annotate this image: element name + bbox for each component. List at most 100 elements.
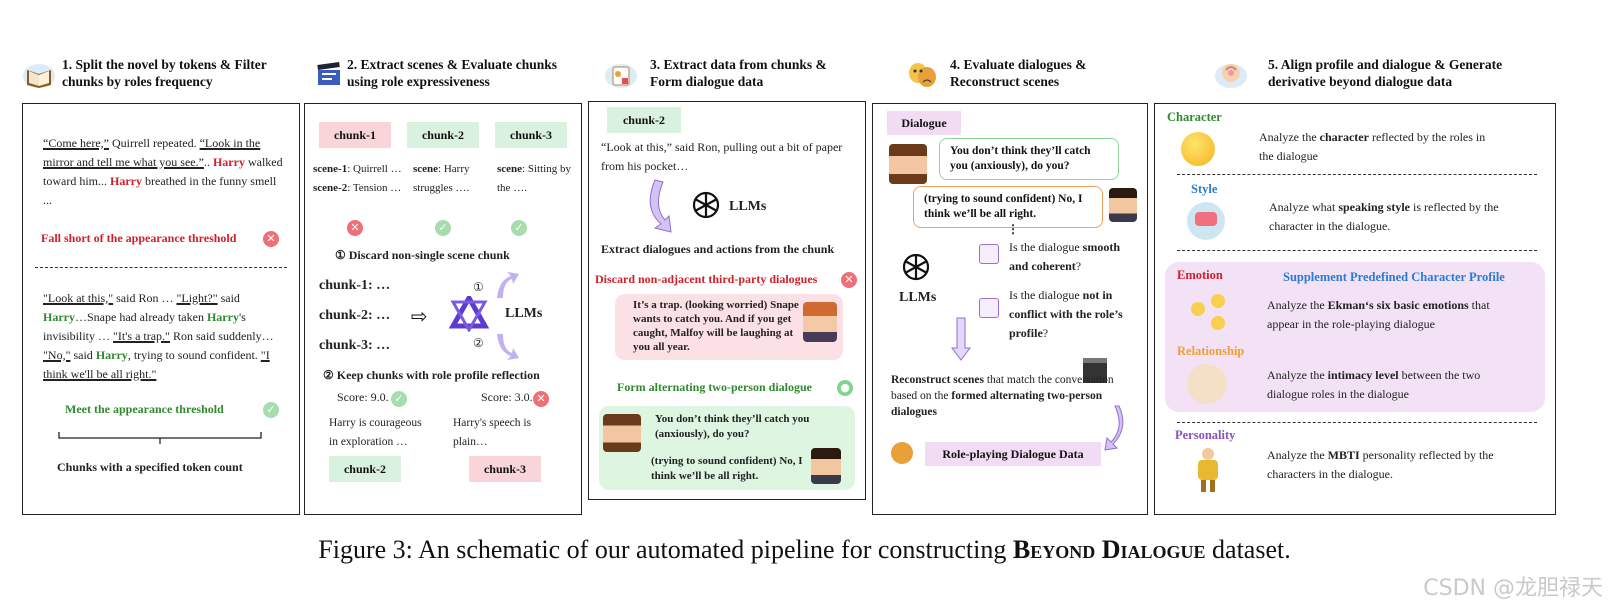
- ellipsis: ⋮: [1007, 220, 1019, 239]
- score-2: Score: 3.0.: [481, 388, 533, 407]
- line-1: You don’t think they’ll catch you (anxio…: [655, 412, 815, 442]
- hermione-avatar: [889, 144, 927, 184]
- step-num-2: ②: [473, 334, 484, 353]
- chunk3-scene: scene: Sitting by the ….: [497, 160, 575, 198]
- brace: [57, 430, 263, 446]
- step4-header: 4. Evaluate dialogues & Reconstruct scen…: [950, 56, 1125, 90]
- down-curve-arrow-icon: [645, 178, 675, 234]
- score-1: Score: 9.0.: [337, 388, 389, 407]
- openai-logo-icon: [899, 250, 933, 284]
- step2-header: 2. Extract scenes & Evaluate chunks usin…: [347, 56, 582, 90]
- chunk-list-1: chunk-1: …: [319, 276, 390, 295]
- explanation-1: Harry is courageous in exploration …: [329, 414, 433, 452]
- right-arrow-icon: ⇨: [411, 306, 428, 326]
- step-num-1: ①: [473, 278, 484, 297]
- accept-icon: ✓: [263, 402, 279, 418]
- step5-header: 5. Align profile and dialogue & Generate…: [1268, 56, 1553, 90]
- reject-icon: ✕: [347, 220, 363, 236]
- speech-bubble-icon: [1187, 202, 1225, 240]
- checkbox-icon: [979, 244, 999, 264]
- brain-head-icon: [1214, 58, 1248, 90]
- reject-icon: ✕: [533, 391, 549, 407]
- chunk-2-tag: chunk-2: [407, 122, 479, 148]
- llms-label: LLMs: [899, 288, 936, 307]
- character-label: Character: [1167, 110, 1222, 125]
- checkbox-icon: [979, 298, 999, 318]
- step2-panel: chunk-1 chunk-2 chunk-3 scene-1: Quirrel…: [304, 103, 582, 515]
- style-desc: Analyze what speaking style is reflected…: [1269, 198, 1519, 236]
- emoji-emotions-icon: [1191, 294, 1231, 334]
- personality-label: Personality: [1175, 428, 1235, 443]
- style-label: Style: [1191, 182, 1217, 197]
- down-arrow-icon: [493, 332, 521, 362]
- question-bubble: You don’t think they’ll catch you (anxio…: [939, 138, 1119, 180]
- harry-avatar: [1109, 188, 1137, 222]
- openai-logo-icon: [689, 188, 723, 222]
- chunk-3-tag: chunk-3: [495, 122, 567, 148]
- chunk-excerpt-2: "Look at this," said Ron … "Light?" said…: [43, 289, 283, 384]
- step3-panel: chunk-2 “Look at this,” said Ron, pullin…: [588, 101, 866, 500]
- discard-rule: ① Discard non-single scene chunk: [335, 246, 510, 265]
- up-arrow-icon: [493, 270, 521, 300]
- discard-label: Discard non-adjacent third-party dialogu…: [595, 270, 817, 289]
- clapperboard-icon: [312, 58, 346, 90]
- document-data-icon: [604, 58, 638, 90]
- book-icon: [22, 58, 56, 90]
- personality-desc: Analyze the MBTI personality reflected b…: [1267, 446, 1507, 484]
- step3-header: 3. Extract data from chunks & Form dialo…: [650, 56, 850, 90]
- llms-label: LLMs: [505, 304, 542, 323]
- chunk-1-tag: chunk-1: [319, 122, 391, 148]
- reject-icon: ✕: [841, 272, 857, 288]
- step4-panel: Dialogue You don’t think they’ll catch y…: [872, 103, 1148, 515]
- explanation-2: Harry's speech is plain…: [453, 414, 557, 452]
- hermione-avatar: [603, 414, 641, 452]
- relationship-icon: [1187, 364, 1227, 404]
- reject-icon: ✕: [263, 231, 279, 247]
- check-smooth: Is the dialogue smooth and coherent?: [1009, 238, 1139, 276]
- divider: [35, 267, 287, 268]
- chunk-list-3: chunk-3: …: [319, 336, 390, 355]
- meet-threshold-label: Meet the appearance threshold: [65, 400, 224, 419]
- llms-label: LLMs: [729, 197, 766, 216]
- down-arrow-icon: [951, 316, 971, 362]
- emotion-desc: Analyze the Ekman‘s six basic emotions t…: [1267, 296, 1497, 334]
- step1-header: 1. Split the novel by tokens & Filter ch…: [62, 56, 302, 90]
- chunk2-scene: scene: Harry struggles ….: [413, 160, 491, 198]
- accept-icon: ✓: [391, 391, 407, 407]
- watermark: CSDN @龙胆禄天: [1423, 570, 1603, 602]
- chunk-list-2: chunk-2: …: [319, 306, 390, 325]
- step5-panel: Character Analyze the character reflecte…: [1154, 103, 1556, 515]
- divider: [1177, 422, 1537, 423]
- relationship-label: Relationship: [1177, 344, 1244, 359]
- keep-rule: ② Keep chunks with role profile reflecti…: [323, 366, 540, 385]
- output-tag: Role-playing Dialogue Data: [925, 442, 1101, 466]
- extract-label: Extract dialogues and actions from the c…: [601, 240, 834, 259]
- emotion-label: Emotion: [1177, 268, 1223, 283]
- divider: [1177, 250, 1537, 251]
- theater-masks-icon: [905, 58, 939, 90]
- chunk-excerpt-1: “Come here,” Quirrell repeated. “Look in…: [43, 134, 283, 210]
- check-conflict: Is the dialogue not in conflict with the…: [1009, 286, 1141, 343]
- line-2: (trying to sound confident) No, I think …: [651, 454, 811, 484]
- chunk-2-tag: chunk-2: [607, 107, 681, 133]
- dialogue-tag: Dialogue: [887, 111, 961, 135]
- emoji-face-icon: [1181, 132, 1215, 166]
- accept-icon: ✓: [511, 220, 527, 236]
- step1-panel: “Come here,” Quirrell repeated. “Look in…: [22, 103, 300, 515]
- person-figure-icon: [1193, 448, 1223, 492]
- dropped-chunk-tag: chunk-3: [469, 456, 541, 482]
- harry-avatar: [811, 448, 841, 484]
- form-label: Form alternating two-person dialogue: [617, 378, 812, 397]
- fail-threshold-label: Fall short of the appearance threshold: [41, 229, 236, 248]
- kept-chunk-tag: chunk-2: [329, 456, 401, 482]
- masks-icon: [891, 442, 913, 464]
- accept-icon: ✓: [435, 220, 451, 236]
- character-desc: Analyze the character reflected by the r…: [1259, 128, 1489, 166]
- chunk1-scenes: scene-1: Quirrell … scene-2: Tension …: [313, 160, 409, 198]
- curve-arrow-icon: [1101, 404, 1127, 452]
- figure-caption: Figure 3: An schematic of our automated …: [0, 535, 1609, 565]
- discarded-line: It’s a trap. (looking worried) Snape wan…: [633, 298, 801, 354]
- ron-avatar: [803, 302, 837, 342]
- divider: [1177, 174, 1537, 175]
- chunk-text: “Look at this,” said Ron, pulling out a …: [601, 138, 851, 176]
